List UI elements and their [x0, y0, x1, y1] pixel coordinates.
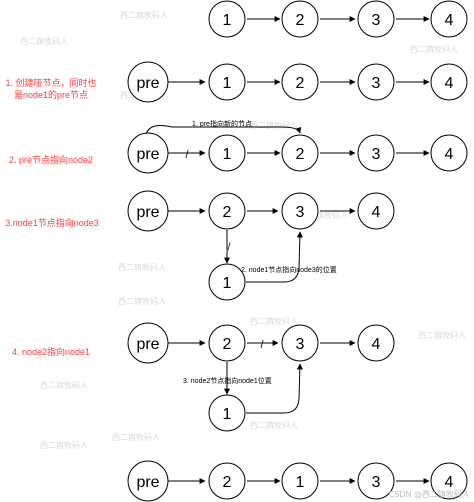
node-label: 2: [296, 12, 305, 29]
edge-pre-to-2: [145, 125, 302, 135]
node-1: 1: [281, 462, 319, 500]
node-4: 4: [430, 0, 468, 38]
node-label: 3: [372, 146, 381, 163]
node-pre: pre: [127, 190, 169, 232]
node-1: 1: [208, 134, 246, 172]
node-4: 4: [430, 63, 468, 101]
row-step-3: / 2. node1节点指向node3的位置 pre 2 3 4 1: [127, 190, 395, 301]
row-step-2: 1. pre指向新的节点 / pre 1 2 3 4: [127, 119, 468, 174]
node-pre: pre: [127, 61, 169, 103]
annotation-node1-to-node3: 2. node1节点指向node3的位置: [241, 265, 337, 274]
step-1-label-line: 1. 创建哑节点，同时也: [5, 78, 97, 88]
step-2-label-line: 2. pre节点指向node2: [8, 155, 94, 165]
cut-mark: /: [260, 339, 264, 351]
node-3: 3: [357, 0, 395, 38]
step-4-label-line: 4. node2指向node1: [11, 347, 91, 357]
node-label: pre: [136, 75, 159, 92]
node-label: 2: [223, 204, 232, 221]
node-pre: pre: [127, 322, 169, 364]
node-3: 3: [357, 63, 395, 101]
node-3: 3: [357, 462, 395, 500]
node-label: 2: [223, 474, 232, 491]
node-label: 4: [372, 204, 381, 221]
step-2-label: 2. pre节点指向node2: [2, 154, 100, 166]
row-initial: 1 2 3 4: [208, 0, 468, 38]
node-label: 2: [296, 75, 305, 92]
node-label: pre: [136, 474, 159, 491]
edge-1-to-3: [246, 231, 303, 283]
node-1: 1: [208, 63, 246, 101]
row-step-4: / 3. node2节点指向node1位置 pre 2 3 4 1: [127, 322, 395, 432]
node-label: 4: [445, 146, 454, 163]
node-2: 2: [281, 134, 319, 172]
node-2: 2: [208, 192, 246, 230]
node-pre: pre: [127, 132, 169, 174]
node-label: 1: [223, 12, 232, 29]
node-4: 4: [357, 192, 395, 230]
cut-mark: /: [185, 149, 189, 161]
step-1-label: 1. 创建哑节点，同时也 是node1的pre节点: [2, 77, 100, 101]
node-label: 4: [445, 12, 454, 29]
node-4: 4: [430, 462, 468, 500]
annotation-pre-to-new: 1. pre指向新的节点: [192, 119, 252, 128]
node-label: 3: [372, 474, 381, 491]
node-label: 4: [445, 75, 454, 92]
node-label: pre: [136, 336, 159, 353]
footer-watermark: CSDN @西二旗牧码人: [388, 490, 470, 499]
node-4: 4: [430, 134, 468, 172]
cut-mark: /: [228, 242, 231, 253]
node-label: 1: [223, 406, 232, 423]
node-label: 3: [372, 12, 381, 29]
node-2: 2: [208, 324, 246, 362]
annotation-node2-to-node1: 3. node2节点指向node1位置: [183, 376, 272, 385]
node-label: 1: [223, 75, 232, 92]
step-4-label: 4. node2指向node1: [2, 346, 100, 358]
node-label: 1: [223, 275, 232, 292]
edge-1-to-3: [246, 363, 303, 414]
node-label: 3: [296, 204, 305, 221]
row-final: pre 2 1 3 4: [127, 460, 468, 502]
node-label: 3: [296, 336, 305, 353]
node-label: 2: [296, 146, 305, 163]
node-3: 3: [281, 192, 319, 230]
row-step-1: pre 1 2 3 4: [127, 61, 468, 103]
node-pre: pre: [127, 460, 169, 502]
step-3-label-line: 3.node1节点指向node3: [5, 218, 99, 228]
node-3: 3: [357, 134, 395, 172]
node-label: 4: [445, 474, 454, 491]
node-label: pre: [136, 204, 159, 221]
node-label: 1: [296, 474, 305, 491]
node-3: 3: [281, 324, 319, 362]
node-label: 2: [223, 336, 232, 353]
node-1: 1: [208, 263, 246, 301]
step-3-label: 3.node1节点指向node3: [0, 217, 104, 229]
node-1: 1: [208, 394, 246, 432]
node-label: pre: [136, 146, 159, 163]
node-2: 2: [208, 462, 246, 500]
node-1: 1: [208, 0, 246, 38]
node-label: 3: [372, 75, 381, 92]
node-2: 2: [281, 63, 319, 101]
step-1-label-line: 是node1的pre节点: [13, 90, 89, 100]
node-label: 4: [372, 336, 381, 353]
node-4: 4: [357, 324, 395, 362]
node-label: 1: [223, 146, 232, 163]
node-2: 2: [281, 0, 319, 38]
